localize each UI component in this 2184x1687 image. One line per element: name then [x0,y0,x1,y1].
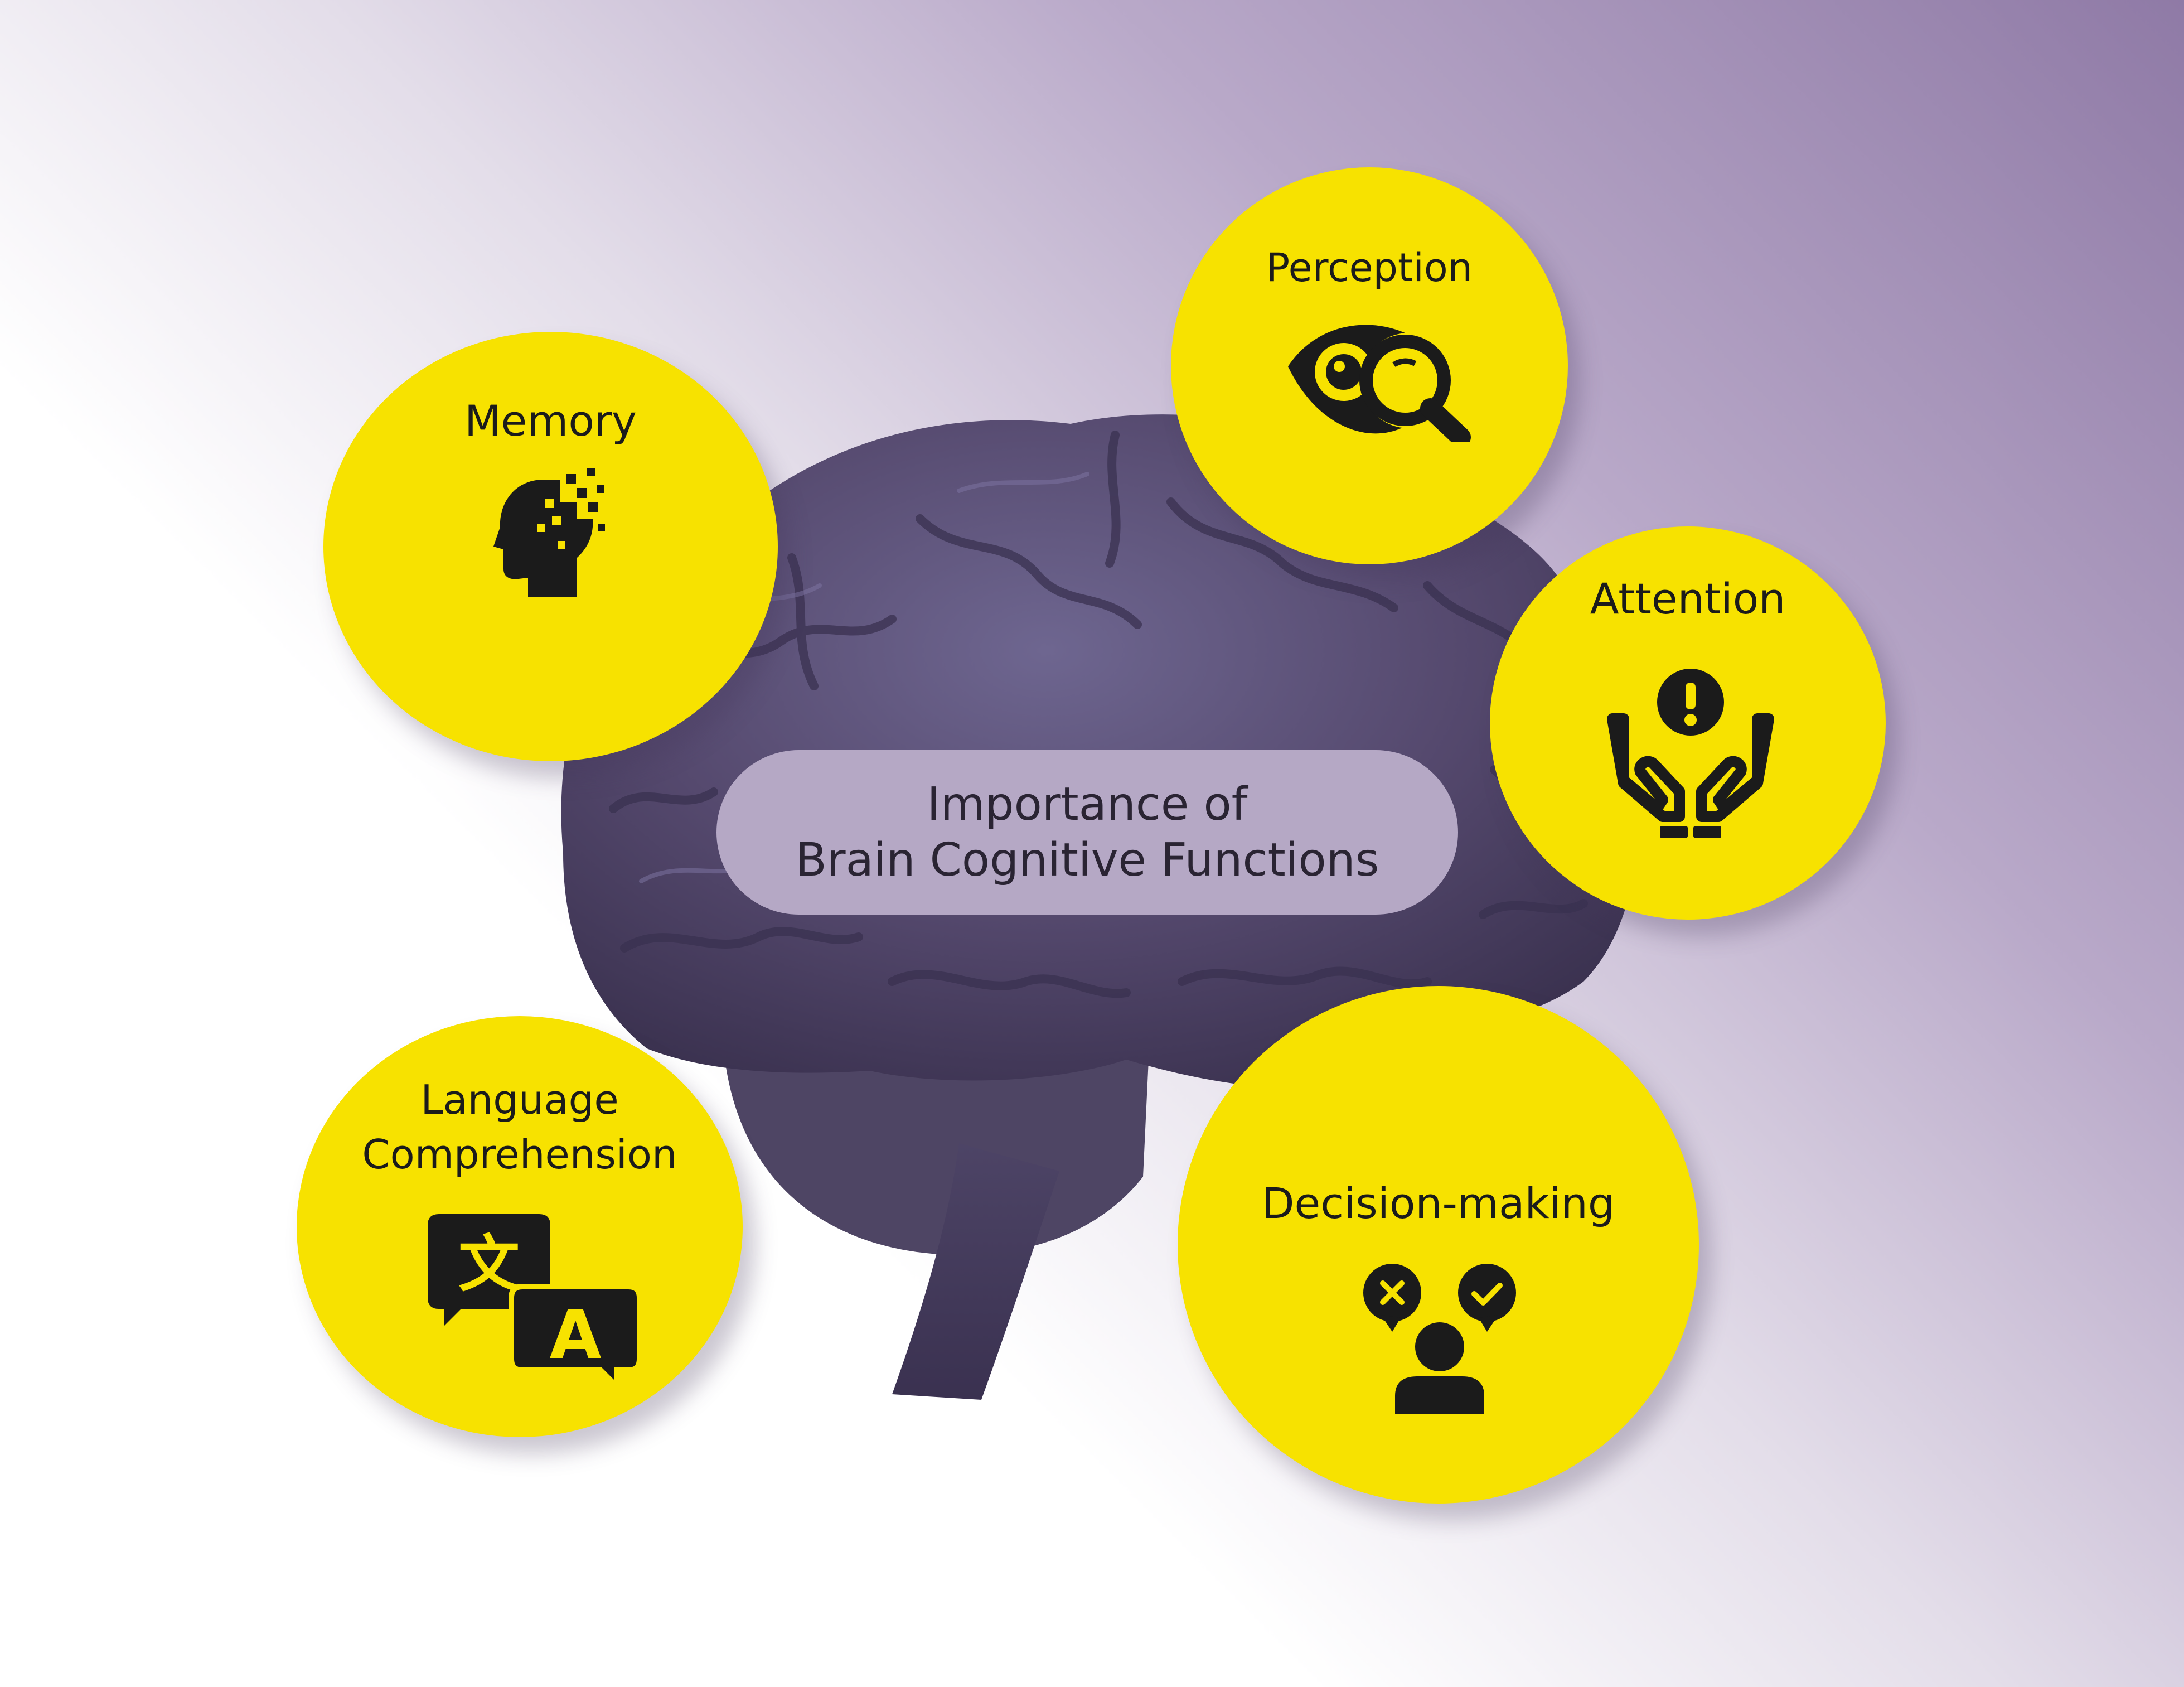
language-label-line2: Comprehension [362,1131,677,1178]
language-node: Language Comprehension 文 A [297,1016,743,1437]
perception-label: Perception [1266,245,1473,291]
svg-text:文: 文 [458,1229,520,1300]
eye-magnifier-icon [1282,313,1478,442]
svg-text:A: A [550,1297,602,1374]
hands-exclamation-icon [1607,669,1774,839]
memory-label: Memory [464,396,637,446]
memory-node: Memory [323,332,778,761]
memory-head-icon [493,468,605,597]
title-line-2: Brain Cognitive Functions [795,833,1379,887]
translate-icon: 文 A [428,1214,640,1387]
person-decision-icon [1362,1262,1518,1414]
attention-label: Attention [1590,574,1786,623]
attention-node: Attention [1490,526,1886,920]
central-title-pill: Importance of Brain Cognitive Functions [716,750,1458,915]
decision-label: Decision-making [1261,1178,1615,1228]
language-label-line1: Language [420,1076,619,1123]
title-line-1: Importance of [927,777,1248,831]
perception-node: Perception [1171,167,1568,564]
decision-node: Decision-making [1178,986,1699,1504]
